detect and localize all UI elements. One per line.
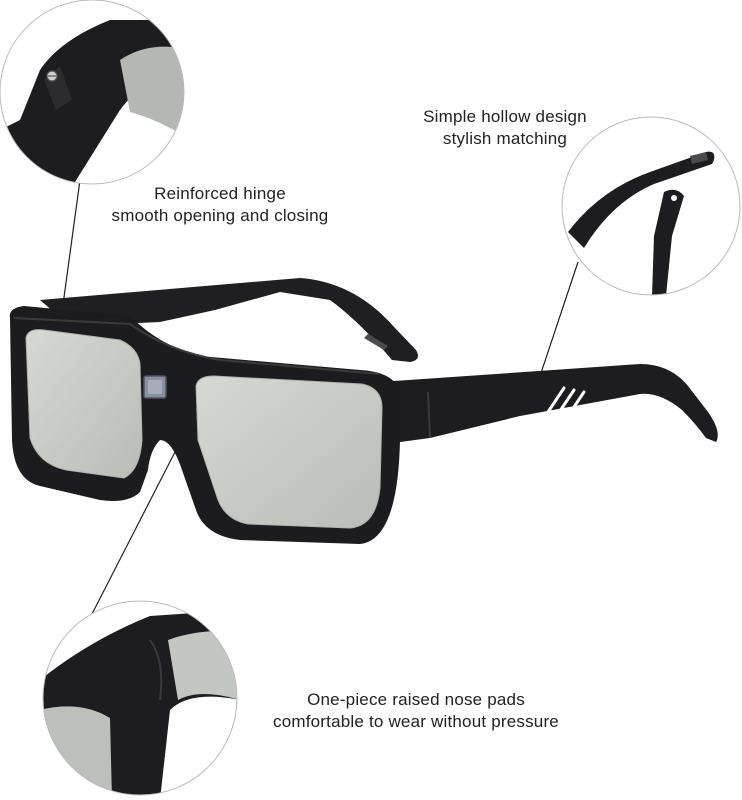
left-lens (25, 329, 143, 479)
temple-hinge-seam (427, 391, 431, 439)
right-lens (195, 375, 383, 529)
far-temple-slot (364, 334, 388, 350)
caption-hollow-line2: stylish matching (442, 129, 568, 148)
caption-reinforced-hinge: Reinforced hinge smooth opening and clos… (70, 183, 370, 227)
nose-detail-circle (42, 600, 238, 796)
caption-hollow-design: Simple hollow design stylish matching (395, 106, 615, 150)
leader-line-nose (91, 449, 177, 615)
frame-highlight (13, 317, 381, 375)
caption-hollow-line1: Simple hollow design (423, 107, 587, 126)
caption-nose-line1: One-piece raised nose pads (307, 690, 525, 709)
leader-line-hinge (61, 179, 81, 313)
near-temple-arm (380, 364, 718, 444)
caption-nose-line2: comfortable to wear without pressure (273, 712, 559, 731)
hollow-hole-icon (671, 195, 677, 201)
caption-nose-pads: One-piece raised nose pads comfortable t… (236, 689, 596, 733)
hinge-detail-circle (0, 0, 185, 185)
temple-stripes-icon (546, 386, 586, 418)
hollow-detail-circle (561, 116, 741, 296)
far-temple-arm (40, 278, 418, 362)
caption-hinge-line2: smooth opening and closing (111, 206, 329, 225)
caption-hinge-line1: Reinforced hinge (154, 184, 286, 203)
